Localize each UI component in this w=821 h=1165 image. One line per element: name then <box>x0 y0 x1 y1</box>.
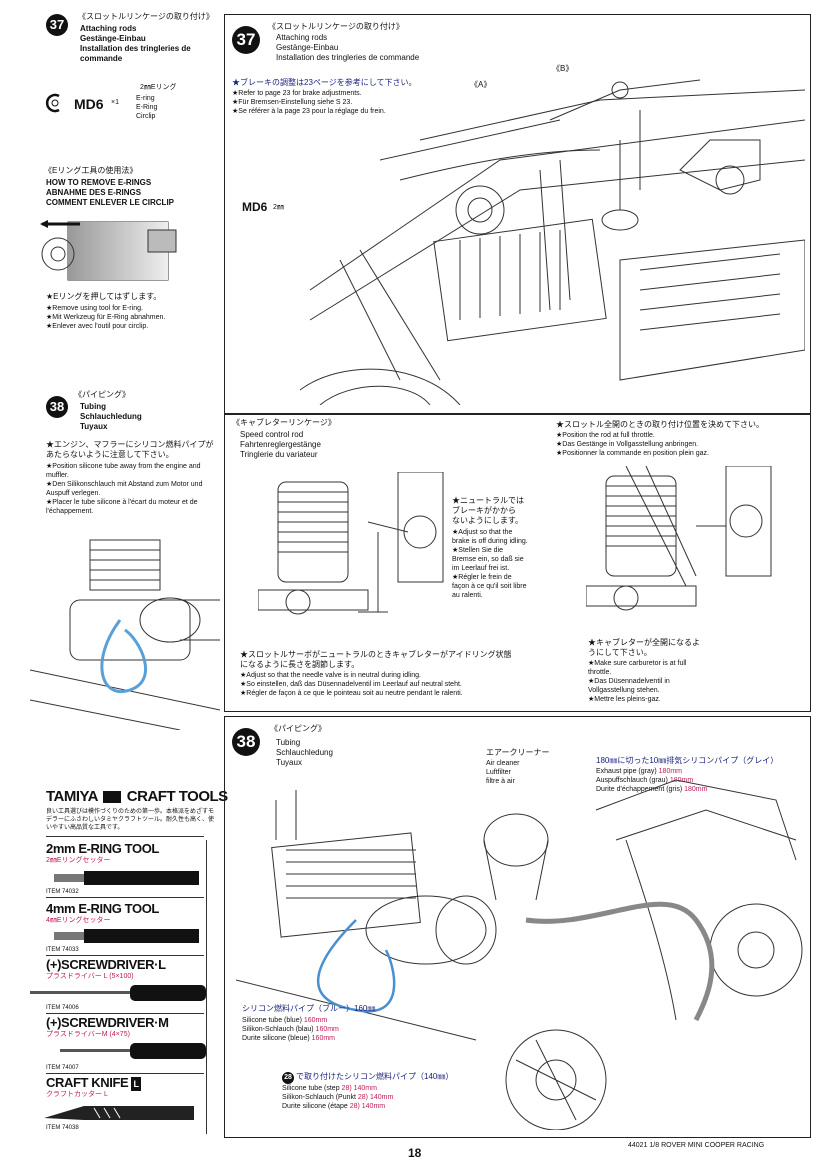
brand-logo: TAMIYA CRAFT TOOLS <box>46 788 228 805</box>
tool-sub: 4㎜Eリングセッター <box>46 917 111 924</box>
step-jp-title: 《スロットルリンケージの取り付け》 <box>78 12 214 21</box>
tool-item-number: ITEM 74006 <box>46 1005 79 1011</box>
step-title: Attaching rods Gestänge-Einbau Installat… <box>276 33 420 62</box>
step-jp-title: 《パイピング》 <box>74 390 130 399</box>
chassis-linkage-illustration <box>300 79 805 405</box>
tamiya-star-icon <box>103 791 122 804</box>
tool-item-number: ITEM 74032 <box>46 889 79 895</box>
page-number: 18 <box>408 1146 422 1160</box>
exhaust-label: Exhaust pipe (gray) 180mm Auspuffschlauc… <box>596 768 708 793</box>
neutral-note-jp: ★ニュートラルでは ブレーキがかから ないようにします。 <box>452 496 524 525</box>
tool-title: CRAFT KNIFE L <box>46 1075 141 1091</box>
step-number-badge: 37 <box>46 14 68 36</box>
step-note-jp: ★エンジン、マフラーにシリコン燃料パイプが あたらないように注意して下さい。 <box>46 440 214 459</box>
product-name: 44021 1/8 ROVER MINI COOPER RACING <box>628 1142 765 1149</box>
craft-knife-icon <box>44 1106 194 1120</box>
step-number-badge: 38 <box>46 396 68 418</box>
howto-jp-title: 《Eリング工具の使用法》 <box>44 166 138 175</box>
tool-title: (+)SCREWDRIVER·L <box>46 957 166 972</box>
carb-neutral-illustration <box>258 472 444 615</box>
tool-title: 4mm E-RING TOOL <box>46 901 159 916</box>
tool-item-number: ITEM 74007 <box>46 1065 79 1071</box>
silicone-label: Silicone tube (blue) 160mm Silikon-Schla… <box>242 1017 339 1042</box>
idle-note-jp: ★スロットルサーボがニュートラルのときキャブレターがアイドリング状態 になるよう… <box>240 650 512 669</box>
tool-title: (+)SCREWDRIVER·M <box>46 1015 169 1030</box>
full-carb-note-jp: ★キャブレターが全開になるよ うにして下さい。 <box>588 638 700 657</box>
step-title: Attaching rods Gestänge-Einbau Installat… <box>80 24 191 63</box>
howto-notes: ★Remove using tool for E-ring. ★Mit Werk… <box>46 305 166 330</box>
md6-label: MD6 <box>242 200 268 214</box>
full-throttle-notes: ★Position the rod at full throttle. ★Das… <box>556 432 709 457</box>
md6-size: 2㎜ <box>273 204 284 211</box>
screwdriver-m-icon <box>60 1043 206 1059</box>
neutral-notes: ★Adjust so that the brake is off during … <box>452 529 528 599</box>
step28-badge: 28 <box>282 1072 294 1084</box>
tool-sub: プラスドライバーM (4×75) <box>46 1031 130 1038</box>
step-title: Tubing Schlauchledung Tuyaux <box>80 402 142 431</box>
carb-full-throttle-illustration <box>586 466 772 611</box>
howto-note-jp: ★Eリングを押してはずします。 <box>46 292 162 301</box>
tool-sub: プラスドライバー L (5×100) <box>46 973 134 980</box>
full-carb-notes: ★Make sure carburetor is at full throttl… <box>588 660 687 703</box>
step-number-badge: 37 <box>232 26 260 54</box>
air-cleaner-label: Air cleaner Luftfilter filtre à air <box>486 760 520 785</box>
step-jp-title: 《パイピング》 <box>270 724 326 733</box>
carburetor-linkage-panel <box>224 414 811 712</box>
step28-label: Silicone tube (step 28) 140mm Silikon-Sc… <box>282 1085 394 1110</box>
tool-item-number: ITEM 74038 <box>46 1125 79 1131</box>
brake-note-jp: ★ブレーキの調整は23ページを参考にして下さい。 <box>232 78 417 87</box>
step-jp-title: 《スロットルリンケージの取り付け》 <box>268 22 404 31</box>
exhaust-jp: 180㎜に切った10㎜排気シリコンパイプ（グレイ） <box>596 756 779 765</box>
carb-title: Speed control rod Fahrtenreglergestänge … <box>240 430 321 459</box>
ering-tool-4mm-icon <box>54 929 199 943</box>
tool-sub: クラフトカッター L <box>46 1091 108 1098</box>
full-throttle-note-jp: ★スロットル全開のときの取り付け位置を決めて下さい。 <box>556 420 764 429</box>
step-notes: ★Position silicone tube away from the en… <box>46 463 203 515</box>
part-names: E-ring E-Ring Circlip <box>136 95 158 120</box>
e-ring-icon <box>45 93 60 113</box>
ering-tool-illustration <box>40 220 177 281</box>
tool-sub: 2㎜Eリングセッター <box>46 857 111 864</box>
main-step38-panel <box>224 716 811 1138</box>
step-title: Tubing Schlauchledung Tuyaux <box>276 738 333 767</box>
step28-jp: で取り付けたシリコン燃料パイプ（140㎜） <box>296 1072 454 1081</box>
silicone-jp: シリコン燃料パイプ（ブルー）160㎜ <box>242 1004 376 1013</box>
ering-tool-2mm-icon <box>54 871 199 885</box>
tool-title: 2mm E-RING TOOL <box>46 841 159 856</box>
main-step37-panel <box>224 14 811 414</box>
step-number-badge: 38 <box>232 728 260 756</box>
idle-notes: ★Adjust so that the needle valve is in n… <box>240 672 463 697</box>
air-cleaner-jp: エアークリーナー <box>486 748 550 757</box>
part-qty: ×1 <box>111 99 119 106</box>
part-jp-name: 2㎜Eリング <box>140 84 177 91</box>
screwdriver-l-icon <box>30 985 206 1001</box>
tools-intro: 良い工具選びは模作づくりのための第一歩。本格派をめざすモデラーにふさわしいタミヤ… <box>46 809 215 831</box>
label-b: 《B》 <box>552 64 574 73</box>
tubing-illustration <box>30 539 220 730</box>
label-a: 《A》 <box>470 80 492 89</box>
tubing-main-illustration <box>236 780 803 1130</box>
carb-jp-title: 《キャブレターリンケージ》 <box>232 418 336 427</box>
howto-title: HOW TO REMOVE E-RINGS ABNAHME DES E-RING… <box>46 178 175 207</box>
tool-item-number: ITEM 74033 <box>46 947 79 953</box>
part-code: MD6 <box>74 96 104 112</box>
brake-notes: ★Refer to page 23 for brake adjustments.… <box>232 90 386 115</box>
